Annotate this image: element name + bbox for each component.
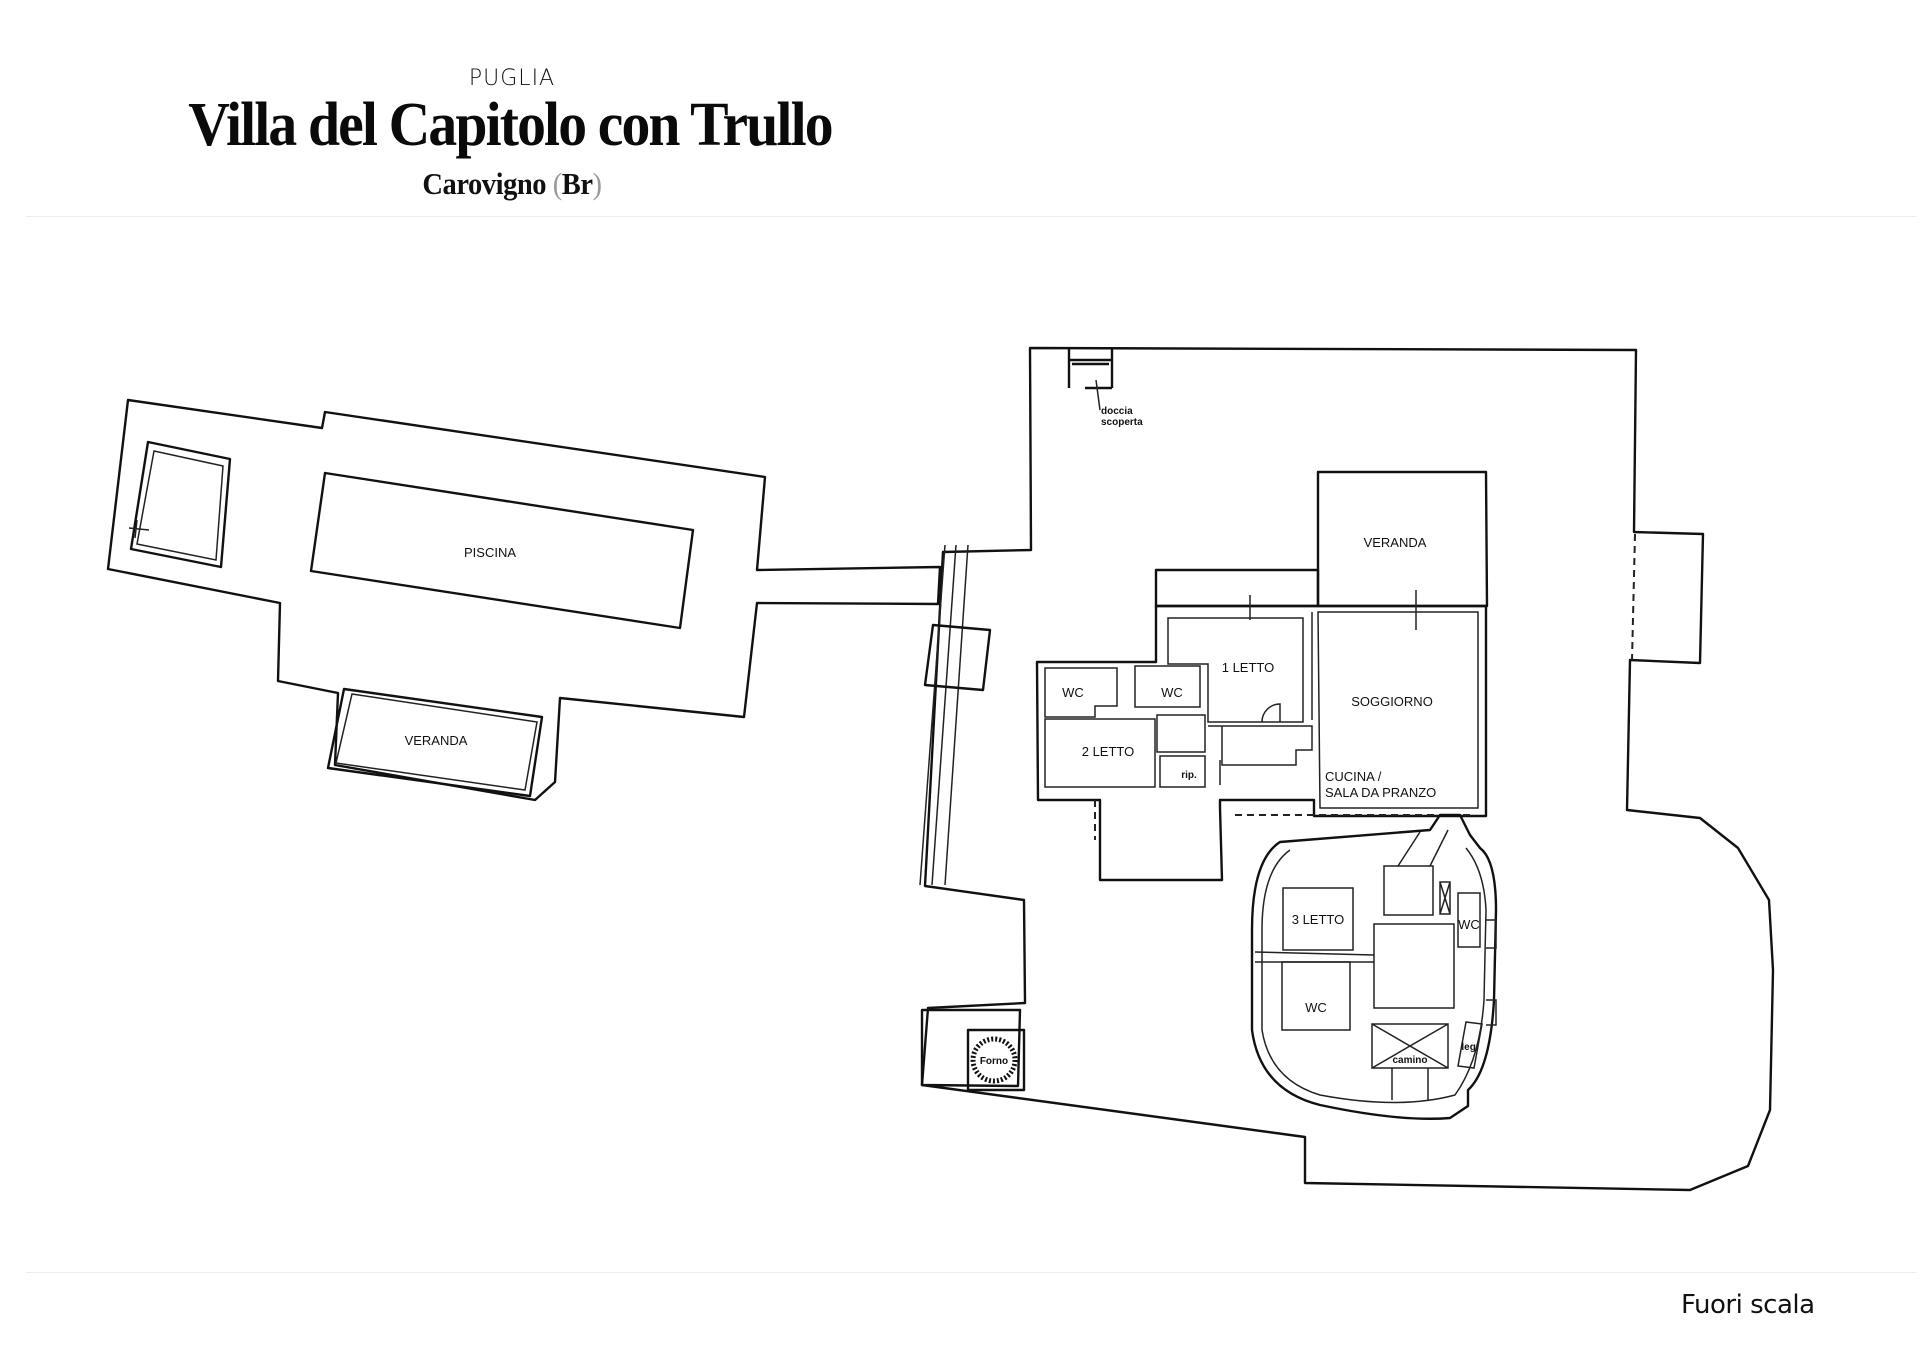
paren-close: ): [592, 166, 602, 201]
room-label-wc-a: WC: [1062, 685, 1084, 700]
room-label-wc-trullo-large: WC: [1305, 1000, 1327, 1015]
footer-divider: [26, 1272, 1916, 1273]
room-label-cucina-1: CUCINA /: [1325, 769, 1382, 784]
label-doccia-2: scoperta: [1101, 417, 1143, 428]
header: PUGLIA Villa del Capitolo con Trullo Car…: [0, 0, 1920, 220]
pool-house-inner: [136, 450, 224, 561]
path-strip-outer: [919, 544, 946, 886]
location-province: Br: [561, 166, 593, 201]
forno: [920, 1008, 1026, 1092]
trullo-outer: [1250, 813, 1498, 1120]
room-label-rip: rip.: [1181, 770, 1197, 781]
room-label-cucina-2: SALA DA PRANZO: [1325, 785, 1436, 800]
pool-terrace: [106, 398, 942, 802]
page-title: Villa del Capitolo con Trullo: [188, 91, 833, 159]
location-subtitle: Carovigno (Br): [372, 166, 652, 202]
room-label-soggiorno: SOGGIORNO: [1351, 694, 1433, 709]
pool-house-door: [128, 519, 150, 539]
outdoor-shower: [1067, 348, 1114, 411]
location-name: Carovigno: [422, 166, 547, 201]
pool-outline: [309, 471, 695, 630]
room-label-piscina: PISCINA: [464, 545, 516, 560]
trullo-inner: [1261, 847, 1487, 1104]
trullo: [1250, 813, 1498, 1120]
camino-symbol: [1371, 1023, 1449, 1069]
scale-note: Fuori scala: [1681, 1290, 1815, 1320]
room-label-2-letto: 2 LETTO: [1082, 744, 1135, 759]
header-divider: [26, 216, 1916, 217]
east-annex-dashed-edge: [1631, 533, 1636, 661]
entrance-block: [923, 623, 992, 692]
room-label-camino: camino: [1392, 1055, 1427, 1066]
path-strip-inner: [944, 544, 969, 886]
room-label-wc-b: WC: [1161, 685, 1183, 700]
region-label: PUGLIA: [468, 66, 556, 91]
label-doccia-1: doccia: [1101, 406, 1133, 417]
pool-terrace-outline: [106, 398, 942, 802]
room-label-wc-trullo-small: WC: [1458, 917, 1480, 932]
room-label-veranda-pool: VERANDA: [405, 733, 468, 748]
path-strip-mid: [931, 544, 957, 886]
room-label-1-letto: 1 LETTO: [1222, 660, 1275, 675]
room-label-3-letto: 3 LETTO: [1292, 912, 1345, 927]
pool-veranda-inner: [335, 693, 538, 791]
room-label-veranda-house: VERANDA: [1364, 535, 1427, 550]
plot-outline: [920, 346, 1775, 1192]
paren-open: (: [552, 166, 562, 201]
label-forno: Forno: [980, 1056, 1008, 1067]
room-label-leg: leg.: [1461, 1042, 1478, 1053]
pool-house: [129, 440, 232, 569]
main-house: [1035, 470, 1489, 882]
house-outline: [1035, 604, 1488, 882]
pool-veranda-outline: [326, 687, 544, 798]
